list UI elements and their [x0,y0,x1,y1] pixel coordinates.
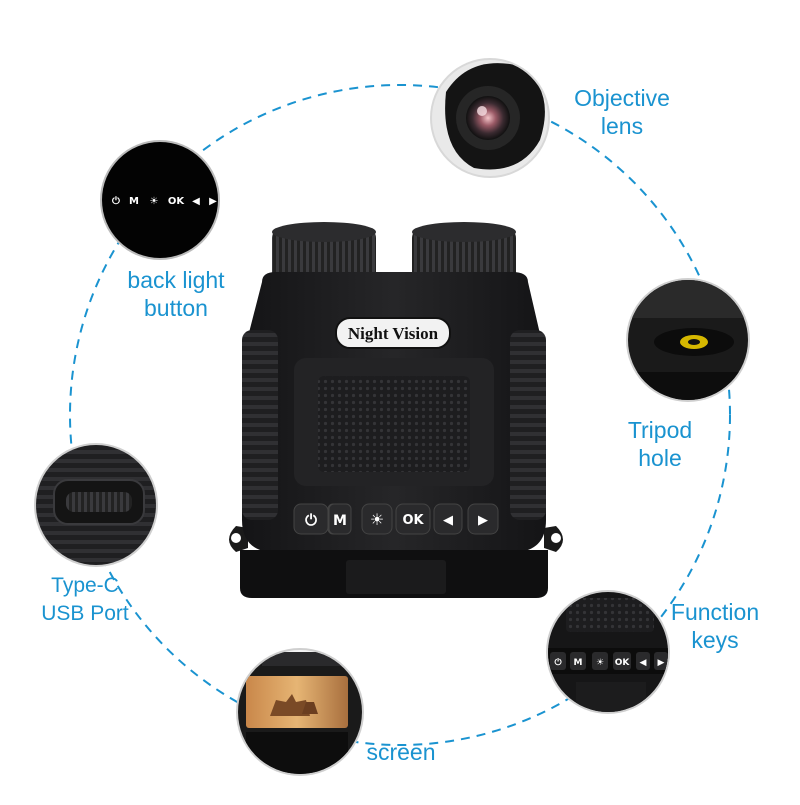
label-screen: screen [366,739,436,765]
mode-button-glyph: M [333,513,347,529]
label-function-keys: Function keys [670,599,760,653]
right-eyepiece [412,222,516,286]
fk-ok-glyph: OK [615,658,631,668]
left-eyepiece [272,222,376,286]
mini-power-glyph: ⏻ [112,195,120,207]
mini-left-glyph: ◀ [192,196,200,207]
brand-plate [335,317,451,349]
fk-right-glyph: ▶ [658,658,665,668]
right-button-glyph: ▶ [478,513,488,528]
fk-power-glyph: ⏻ [554,657,562,668]
label-back-light-button: back light button [127,267,225,321]
textured-panel [318,376,470,472]
function-button-strip: ⏻ M ☀ OK ◀ ▶ [293,503,499,535]
brand-label: Night Vision [348,324,439,343]
fk-mode-glyph: M [574,658,583,668]
label-type-c-usb-port: Type-C USB Port [41,574,129,625]
mini-right-glyph: ▶ [209,196,217,207]
callout-tripod-hole [626,278,750,402]
night-vision-binocular: Night Vision ⏻ M ☀ OK ◀ ▶ [229,222,563,598]
fk-left-glyph: ◀ [640,658,647,668]
mini-mode-glyph: M [129,196,139,207]
callout-screen [236,648,364,776]
callout-backlight-detail: ⏻ M ☀ OK ◀ ▶ [100,140,220,260]
callout-objective-lens [430,58,550,178]
dashed-orbit [69,84,731,746]
left-button-glyph: ◀ [443,513,453,528]
mini-sun-glyph: ☀ [150,196,159,207]
backlight-button-glyph: ☀ [370,510,384,529]
fk-sun-glyph: ☀ [596,658,604,668]
mini-ok-glyph: OK [168,196,186,207]
ok-button-glyph: OK [402,513,424,528]
callout-function-keys: ⏻ M ☀ OK ◀ ▶ [546,590,670,714]
power-button-glyph: ⏻ [305,511,317,529]
label-tripod-hole: Tripod hole [627,417,693,471]
label-objective-lens: Objective lens [574,85,670,139]
callout-type-c-port [34,443,158,567]
